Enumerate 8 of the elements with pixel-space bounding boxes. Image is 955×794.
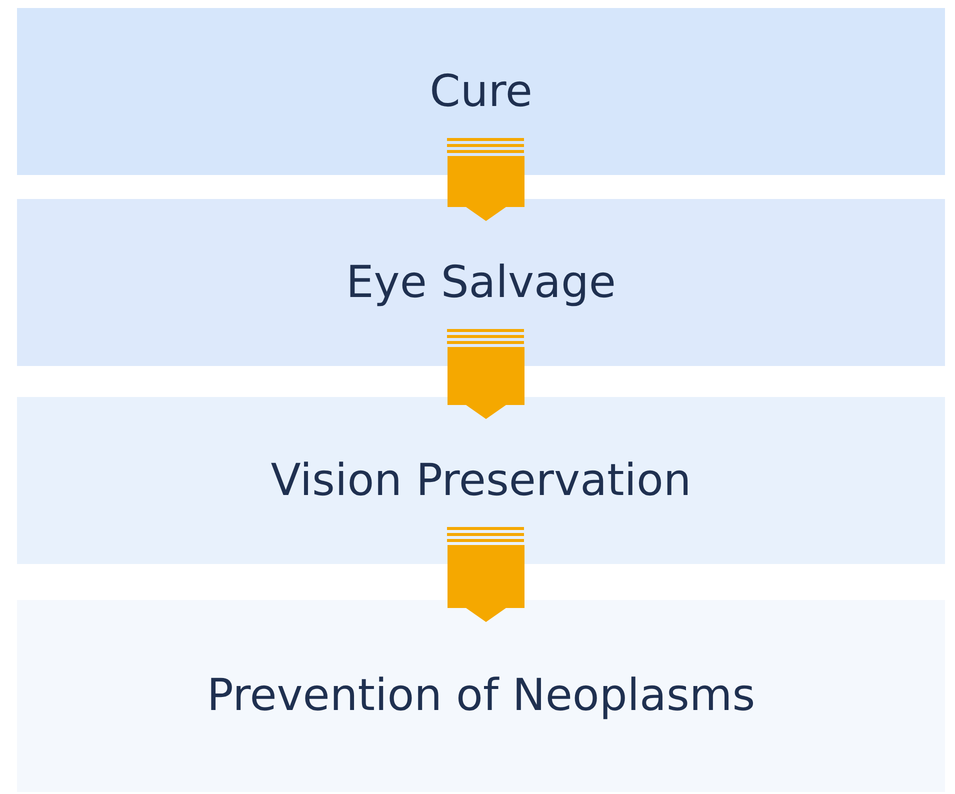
stage-band — [17, 397, 945, 564]
stage-band — [17, 8, 945, 175]
stage-label: Eye Salvage — [346, 260, 616, 304]
stage-band — [17, 600, 945, 792]
stage-label: Prevention of Neoplasms — [206, 674, 756, 718]
stage-band — [17, 199, 945, 366]
stage-label: Cure — [430, 70, 532, 114]
stage-label: Vision Preservation — [270, 458, 692, 502]
